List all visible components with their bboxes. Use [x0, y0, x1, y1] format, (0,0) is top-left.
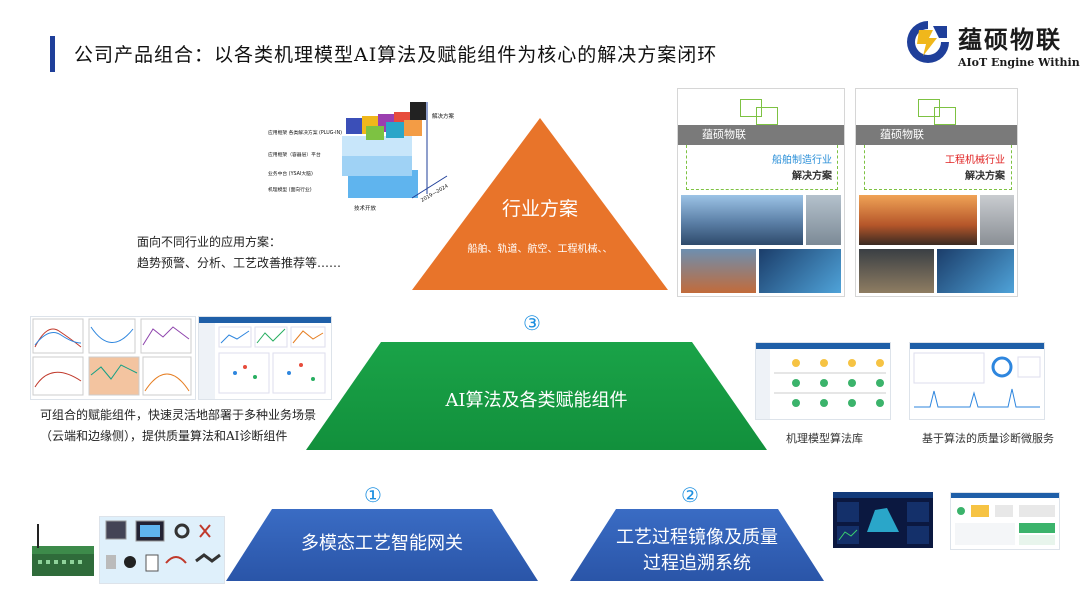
gateway-tier: 多模态工艺智能网关 — [226, 509, 538, 581]
brochure-industry: 工程机械行业 — [945, 155, 1005, 166]
brochure-solution: 解决方案 — [792, 171, 832, 182]
brochure-brand: 蕴硕物联 — [856, 125, 1017, 145]
ship-photo-small — [806, 195, 841, 245]
gateway-title: 多模态工艺智能网关 — [301, 533, 463, 554]
diagnosis-service-thumbnail — [909, 342, 1045, 420]
step-1-marker: ① — [364, 483, 382, 507]
step-2-marker: ② — [681, 483, 699, 507]
cube-row-label: 应用框架（容器层）平台 — [268, 151, 321, 158]
tablet-photo — [759, 249, 841, 293]
title-accent-bar — [50, 36, 55, 72]
process-mirror-screen-dark — [833, 492, 933, 548]
cube-architecture-diagram: 应用框架 各类解决方案 (PLUG-IN) 应用框架（容器层）平台 业务中台 (… — [262, 98, 472, 218]
components-description: 可组合的赋能组件，快速灵活地部署于多种业务场景 （云端和边缘侧），提供质量算法和… — [40, 405, 316, 447]
industry-solutions-subtitle: 船舶、轨道、航空、工程机械、、 — [467, 244, 613, 255]
cube-row-label: 业务中台 (YSAI大脑) — [268, 170, 313, 177]
brochure-shipbuilding: 蕴硕物联 船舶制造行业 解决方案 — [677, 88, 845, 297]
logo-tagline: AIoT Engine Within — [958, 56, 1080, 69]
quality-trace-screen — [950, 492, 1060, 550]
sensor-devices-panel — [99, 516, 225, 584]
process-mirror-tier: 工艺过程镜像及质量 过程追溯系统 — [570, 509, 824, 581]
brochure-industry: 船舶制造行业 — [772, 155, 832, 166]
cube-row-label: 应用框架 各类解决方案 (PLUG-IN) — [268, 129, 342, 136]
description-line: 趋势预警、分析、工艺改善推荐等…… — [137, 256, 342, 270]
logo-name: 蕴硕物联 — [958, 26, 1062, 54]
description-line: 可组合的赋能组件，快速灵活地部署于多种业务场景 — [40, 408, 317, 422]
diagnosis-service-caption: 基于算法的质量诊断微服务 — [922, 432, 1054, 445]
description-line: 面向不同行业的应用方案： — [137, 235, 282, 249]
cube-side-label: 解决方案 — [432, 112, 455, 120]
ai-algorithms-tier: AI算法及各类赋能组件 — [306, 342, 767, 450]
shipyard-photo — [681, 249, 756, 293]
process-mirror-title-line2: 过程追溯系统 — [643, 553, 751, 574]
gateway-device-photo — [28, 520, 96, 580]
industry-solutions-tier: 行业方案 船舶、轨道、航空、工程机械、、 — [412, 118, 668, 290]
page-title: 公司产品组合：以各类机理模型AI算法及赋能组件为核心的解决方案闭环 — [74, 44, 718, 66]
excavator-photo — [859, 195, 977, 245]
industry-solutions-title: 行业方案 — [501, 198, 578, 220]
tablet-photo — [937, 249, 1014, 293]
model-library-thumbnail — [755, 342, 891, 420]
ai-algorithms-title: AI算法及各类赋能组件 — [445, 390, 628, 411]
process-mirror-title-line1: 工艺过程镜像及质量 — [616, 527, 778, 548]
cube-row-label: 机理模型 (面向行业) — [268, 186, 312, 193]
dashboard-thumbnail — [198, 316, 332, 400]
algorithm-charts-thumbnail — [30, 316, 196, 400]
ship-photo — [681, 195, 803, 245]
industry-solutions-description: 面向不同行业的应用方案： 趋势预警、分析、工艺改善推荐等…… — [137, 232, 341, 274]
description-line: （云端和边缘侧），提供质量算法和AI诊断组件 — [40, 429, 288, 443]
brochure-construction-machinery: 蕴硕物联 工程机械行业 解决方案 — [855, 88, 1018, 297]
model-library-caption: 机理模型算法库 — [786, 432, 863, 445]
brochure-solution: 解决方案 — [965, 171, 1005, 182]
factory-photo — [859, 249, 934, 293]
step-3-marker: ③ — [523, 311, 541, 335]
brochure-brand: 蕴硕物联 — [678, 125, 844, 145]
excavator-photo-small — [980, 195, 1014, 245]
company-logo-icon — [903, 18, 953, 64]
cube-axis-label: 技术开放 — [354, 204, 377, 212]
